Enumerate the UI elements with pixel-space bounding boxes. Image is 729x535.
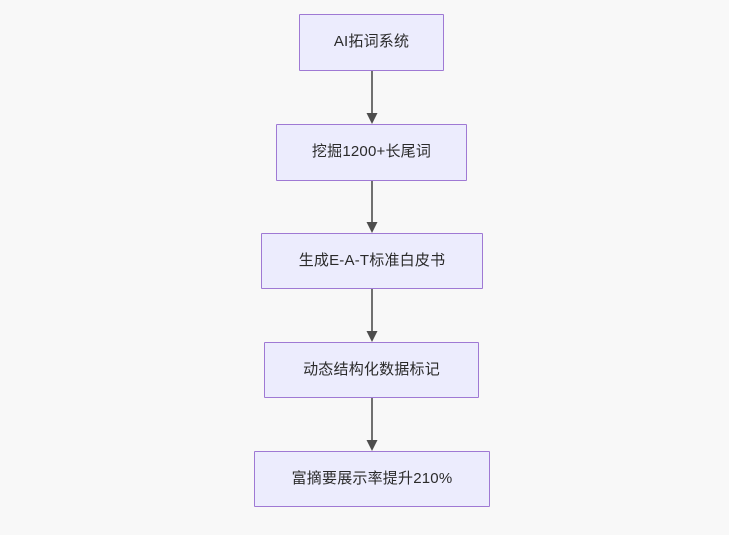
flow-node-mine-longtail-keywords[interactable]: 挖掘1200+长尾词 bbox=[276, 124, 467, 181]
arrowhead-down-icon bbox=[366, 113, 378, 124]
flow-edge-n3-n4 bbox=[366, 289, 378, 342]
flow-edge-n4-n5 bbox=[366, 398, 378, 451]
flow-node-label: 生成E-A-T标准白皮书 bbox=[298, 251, 446, 269]
flow-node-rich-snippet-impression-increase[interactable]: 富摘要展示率提升210% bbox=[254, 451, 490, 507]
flow-node-generate-eat-whitepaper[interactable]: 生成E-A-T标准白皮书 bbox=[261, 233, 483, 289]
flow-node-label: 富摘要展示率提升210% bbox=[291, 469, 453, 487]
arrowhead-down-icon bbox=[366, 222, 378, 233]
flow-edge-n1-n2 bbox=[366, 71, 378, 124]
arrowhead-down-icon bbox=[366, 440, 378, 451]
flow-node-label: 动态结构化数据标记 bbox=[303, 360, 440, 378]
flow-node-label: AI拓词系统 bbox=[333, 33, 410, 51]
flow-node-label: 挖掘1200+长尾词 bbox=[311, 143, 432, 161]
flow-edge-n2-n3 bbox=[366, 181, 378, 233]
flow-node-ai-keyword-system[interactable]: AI拓词系统 bbox=[299, 14, 444, 71]
flow-node-dynamic-structured-data-markup[interactable]: 动态结构化数据标记 bbox=[264, 342, 479, 398]
arrowhead-down-icon bbox=[366, 331, 378, 342]
